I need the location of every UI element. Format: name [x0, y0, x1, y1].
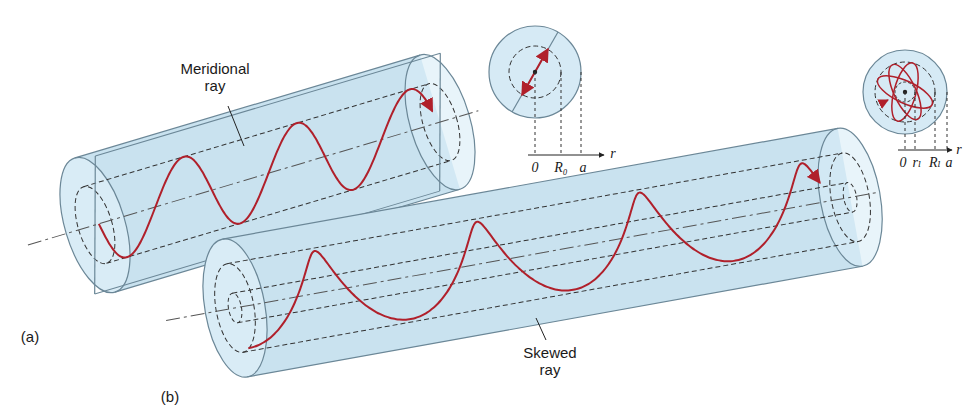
meridional-plane	[95, 53, 440, 156]
axis-label: R₀	[554, 160, 567, 176]
drop-line	[947, 92, 948, 150]
radius-axis	[898, 150, 952, 151]
axis-label: Rₗ	[929, 155, 941, 171]
figure-tag: (a)	[21, 328, 39, 345]
ray-label: Meridional ray	[173, 60, 257, 95]
drop-line	[535, 72, 536, 155]
fiber-edge	[75, 55, 420, 158]
axis-label: r	[610, 146, 615, 162]
outer-caustic	[243, 242, 858, 353]
drop-line	[581, 72, 582, 155]
core-boundary	[84, 84, 429, 187]
cross-section-b	[863, 50, 952, 150]
drop-line	[905, 92, 906, 150]
leader-line	[536, 318, 546, 340]
fiber-axis	[166, 192, 880, 320]
ray-label: Skewed ray	[518, 344, 582, 379]
fiber-edge	[223, 128, 838, 239]
ray-direction	[880, 100, 888, 104]
axis-label: 0	[900, 155, 907, 171]
drop-line	[935, 92, 936, 150]
axis-label: a	[580, 160, 587, 176]
outer-caustic	[227, 153, 842, 264]
axis-label: rₗ	[913, 155, 922, 171]
axis-label: a	[946, 155, 953, 171]
drop-line	[915, 92, 916, 150]
cross-section-a	[489, 26, 604, 155]
inner-caustic	[232, 183, 847, 294]
axis-label: r	[956, 142, 961, 158]
axis-label: 0	[532, 160, 539, 176]
skewed-ray	[233, 161, 830, 348]
leader-line	[228, 106, 244, 146]
fiber-b	[154, 123, 892, 389]
radius-axis	[528, 155, 604, 156]
drop-line	[561, 72, 562, 155]
figure-tag: (b)	[161, 388, 179, 405]
